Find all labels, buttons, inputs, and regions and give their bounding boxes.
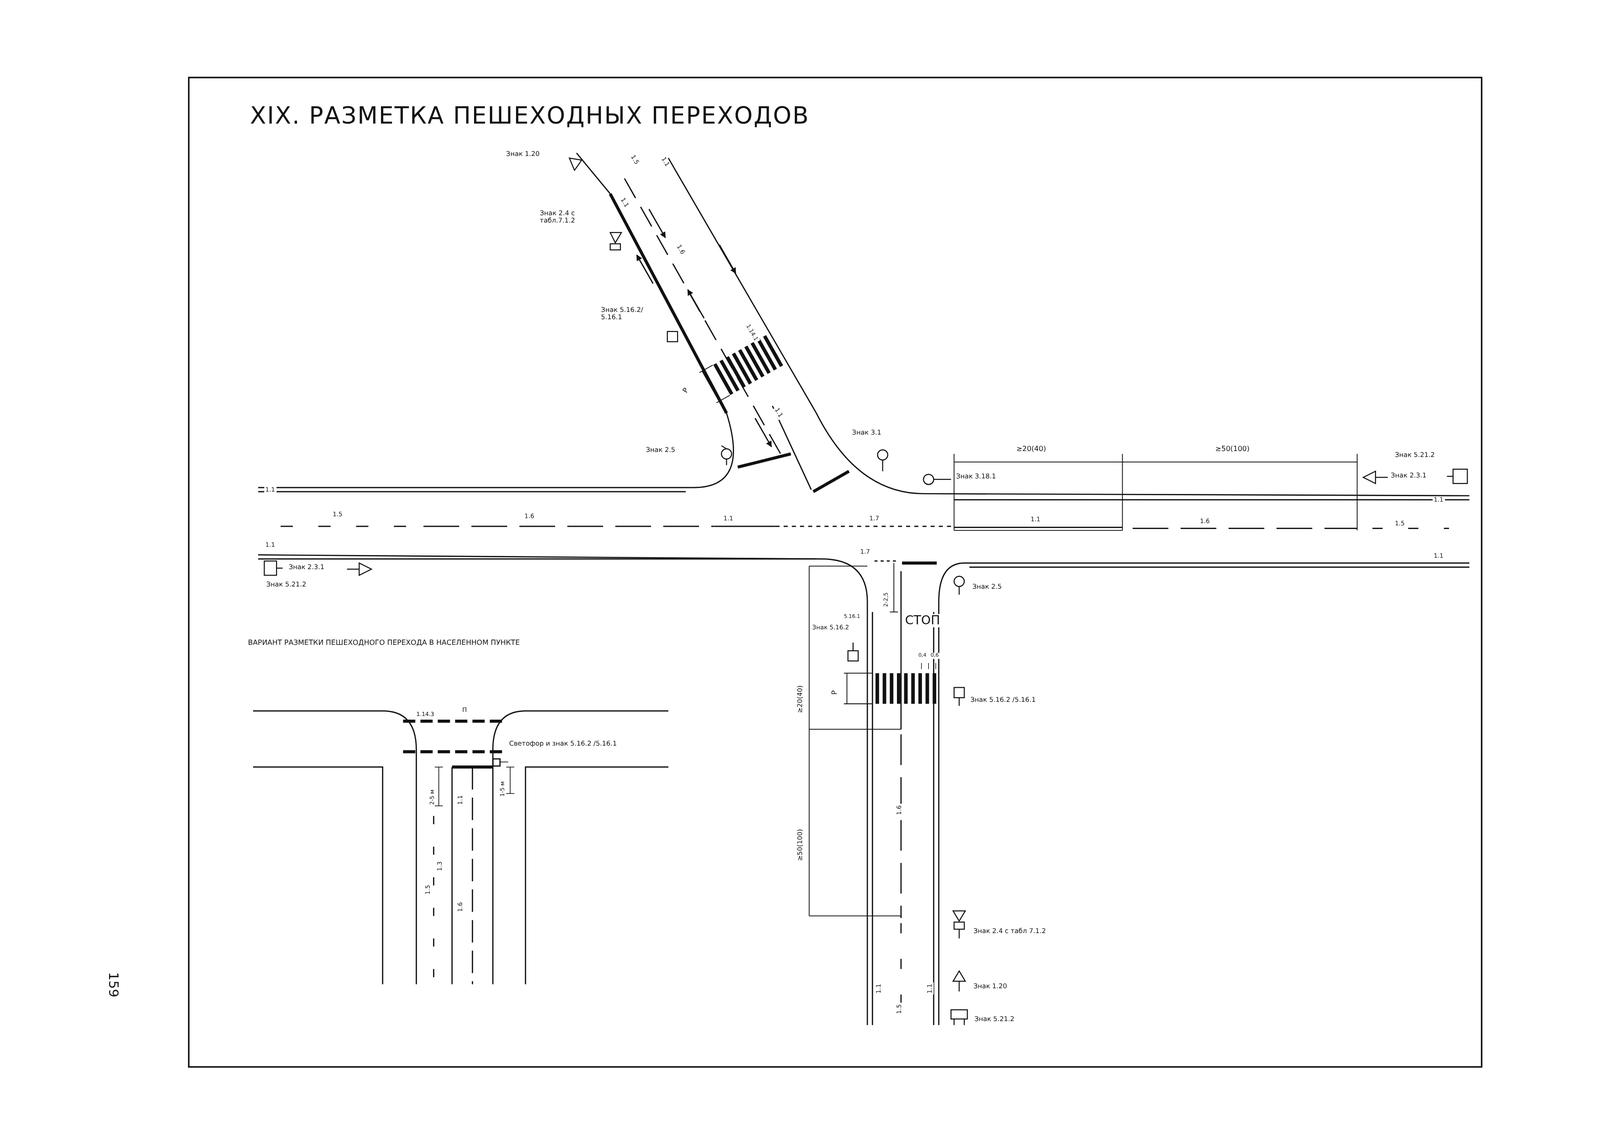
drawing-label: 1.1 (264, 486, 277, 494)
drawing-label: 159 (105, 971, 121, 999)
drawing-label: Знак 2.5 (971, 583, 1003, 591)
drawing-label: 1.5 (424, 884, 432, 897)
drawing-label: Светофор и знак 5.16.2 /5.16.1 (508, 740, 618, 749)
drawing-label: Знак 5.21.2 (973, 1016, 1016, 1024)
drawing-label: Знак 5.16.2 (811, 624, 850, 632)
drawing-label: Знак 2.3.1 (1389, 472, 1428, 480)
drawing-label: 1.5 (896, 1003, 903, 1016)
drawing-label: 1.7 (868, 515, 881, 522)
drawing-label: Знак 2.4 с табл 7.1.2 (972, 928, 1047, 936)
drawing-label: Знак 2.4 с табл.7.1.2 (538, 210, 605, 225)
drawing-label: 1.1 (659, 155, 672, 169)
page-title: XIX. РАЗМЕТКА ПЕШЕХОДНЫХ ПЕРЕХОДОВ (250, 102, 810, 129)
drawing-label: ≥20(40) (1015, 445, 1048, 454)
drawing-label: ≥50(100) (797, 828, 805, 863)
drawing-label: Знак 2.3.1 (287, 564, 326, 572)
drawing-label: 1.1 (1432, 552, 1445, 560)
drawing-label: 1.1 (926, 983, 934, 996)
drawing-label: 1.6 (523, 513, 536, 521)
road-lines (188, 77, 1482, 1068)
drawing-label: ≥20(40) (797, 684, 805, 715)
drawing-label: 1.6 (896, 804, 903, 817)
drawing-label: 1.1 (722, 515, 735, 522)
drawing-label: 1.5 (628, 152, 641, 167)
drawing-label: 1.3 (436, 860, 444, 873)
drawing-label: 1.7 (859, 548, 871, 556)
drawing-label: 2-5 м (428, 788, 435, 807)
drawing-label: СТОП (904, 614, 942, 628)
drawing-label: 1.6 (674, 242, 687, 257)
drawing-label: 1.6 (457, 901, 464, 914)
zebra-crossing (699, 335, 783, 404)
drawing-label: П (461, 707, 469, 715)
drawing-label: 5.16.1 (842, 614, 861, 620)
drawing-label: Знак 1.20 (505, 151, 541, 159)
drawing-label: 1.1 (457, 794, 464, 807)
drawing-label: ≥50(100) (1214, 445, 1251, 454)
drawing-label: Знак 1.20 (972, 983, 1008, 991)
road-signs (264, 158, 1468, 1026)
drawing-label: 1.14.1 (744, 322, 761, 344)
drawing-label: 1.14.3 (415, 711, 436, 718)
drawing-label: Знак 5.16.2/ 5.16.1 (599, 307, 662, 322)
drawing-label: 0,4 (917, 652, 928, 659)
drawing-label: Знак 5.21.2 (265, 581, 308, 589)
drawing-label: 1.5 (331, 511, 344, 519)
drawing-label: ВАРИАНТ РАЗМЕТКИ ПЕШЕХОДНОГО ПЕРЕХОДА В … (246, 639, 521, 648)
drawing-label: 1.6 (1198, 518, 1211, 526)
drawing-label: 1.1 (618, 195, 631, 210)
drawing-label: 1.5 (1393, 520, 1406, 528)
drawing-label: 1.1 (1432, 496, 1445, 504)
drawing-label: Р (831, 689, 840, 696)
drawing-label: Знак 3.18.1 (954, 473, 997, 481)
drawing-label: 1.1 (772, 406, 785, 420)
drawing-label: Р (681, 386, 692, 397)
drawing-label: Знак 2.5 (645, 447, 677, 455)
drawing-label: Знак 5.16.2 /5.16.1 (969, 697, 1038, 705)
drawing-label: Знак 5.21.2 (1393, 452, 1436, 460)
drawing-label: 2-2,5 (882, 591, 890, 609)
drawing-label: 0,6 (929, 652, 940, 659)
drawing-label: 1-5 м (499, 780, 506, 798)
drawing-label: 1.1 (264, 542, 277, 549)
drawing-label: 1.1 (1029, 516, 1042, 524)
drawing-label: Знак 3.1 (850, 429, 883, 438)
drawing-label: 1.1 (875, 983, 883, 996)
zebra-crossing (875, 673, 937, 704)
